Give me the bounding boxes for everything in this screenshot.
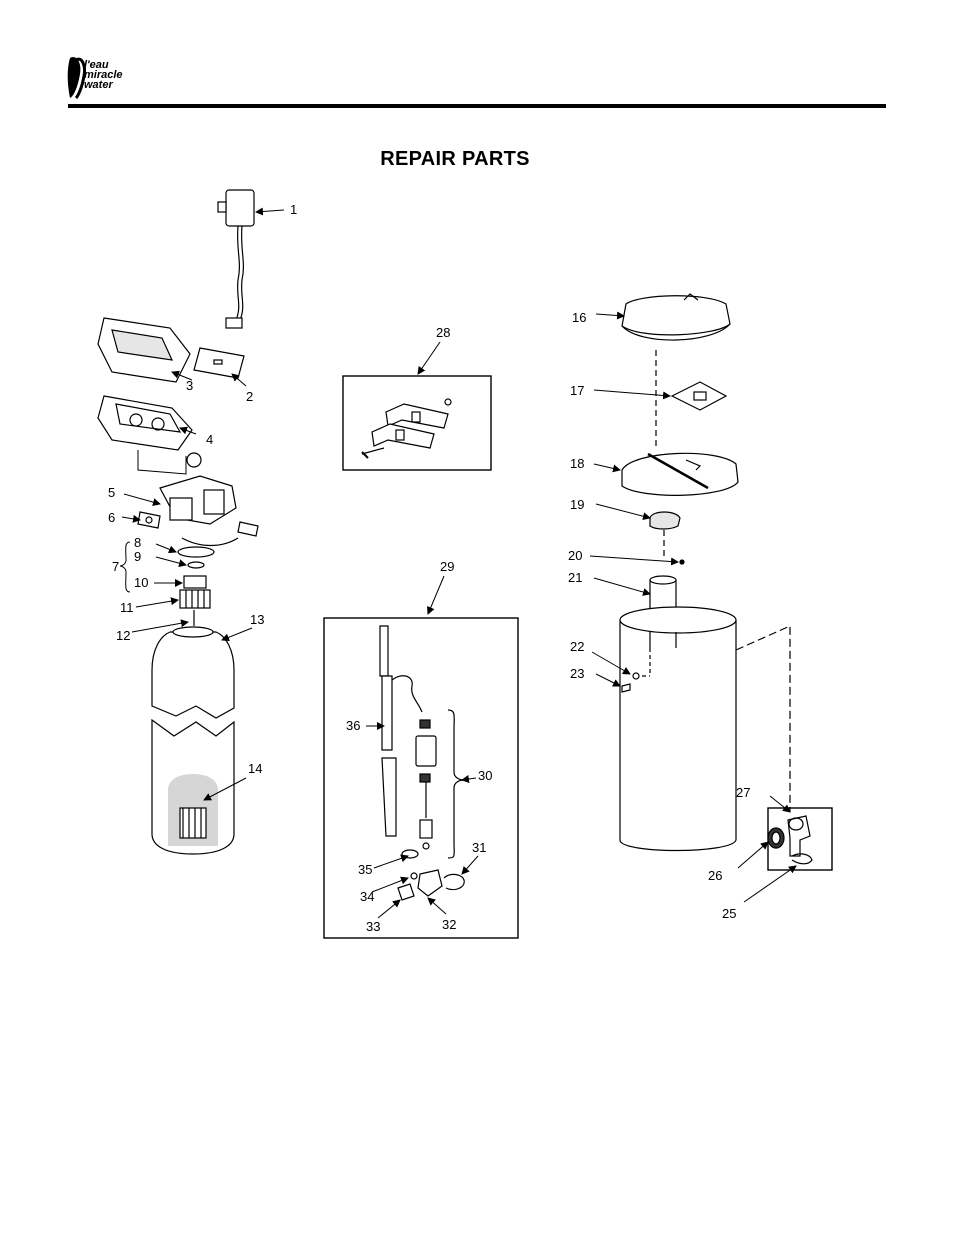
part-number-label: 13 [250,612,264,627]
brand-line-1: l'eau [84,59,109,71]
plate-insert-part [670,381,728,411]
clip-kit-box [342,375,492,471]
part-number-label: 2 [246,389,253,404]
brand-logo-icon [67,56,86,100]
part-number-label: 20 [568,548,582,563]
o-ring-small-part [187,561,205,569]
part-number-label: 9 [134,549,141,564]
cover-base-part [97,395,193,451]
valve-body-part [159,452,237,525]
part-number-label: 14 [248,761,262,776]
salt-platform-part [621,452,739,496]
part-number-label: 33 [366,919,380,934]
part-number-label: 22 [570,639,584,654]
part-number-label: 6 [108,510,115,525]
part-number-label: 26 [708,868,722,883]
page-title: REPAIR PARTS [380,148,530,170]
mineral-tank-part [151,626,235,855]
part-number-label: 18 [570,456,584,471]
part-number-label: 11 [120,600,134,615]
brand-wordmark: l'eau miracle water [84,59,123,91]
overflow-fitting-box [767,807,833,871]
part-number-label: 19 [570,497,584,512]
header-rule [68,104,886,108]
part-number-label: 17 [570,383,584,398]
part-number-label: 16 [572,310,586,325]
part-number-label: 4 [206,432,213,447]
part-number-label: 5 [108,485,115,500]
brand-line-2: miracle [84,69,123,81]
brine-tank-part [619,606,737,852]
part-number-label: 31 [472,840,486,855]
part-number-label: 35 [358,862,372,877]
distributor-basket-part [179,575,211,609]
part-number-label: 10 [134,575,148,590]
o-ring-part [177,546,215,558]
part-number-label: 3 [186,378,193,393]
brine-lid-part [621,293,731,341]
part-number-label: 8 [134,535,141,550]
part-number-label: 32 [442,917,456,932]
part-number-label: 29 [440,559,454,574]
cap-part [649,511,681,530]
controller-cover-part [97,317,191,383]
clip-part [137,511,259,547]
part-number-label: 12 [116,628,130,643]
part-number-label: 30 [478,768,492,783]
part-number-label: 27 [736,785,750,800]
part-number-label: 1 [290,202,297,217]
part-number-label: 28 [436,325,450,340]
part-number-label: 7 [112,559,119,574]
brand-line-3: water [84,79,113,91]
display-label-part [193,347,245,379]
part-number-label: 23 [570,666,584,681]
part-number-label: 34 [360,889,374,904]
brine-valve-box [323,617,519,939]
part-number-label: 21 [568,570,582,585]
transformer-part [217,189,255,329]
part-number-label: 25 [722,906,736,921]
part-number-label: 36 [346,718,360,733]
